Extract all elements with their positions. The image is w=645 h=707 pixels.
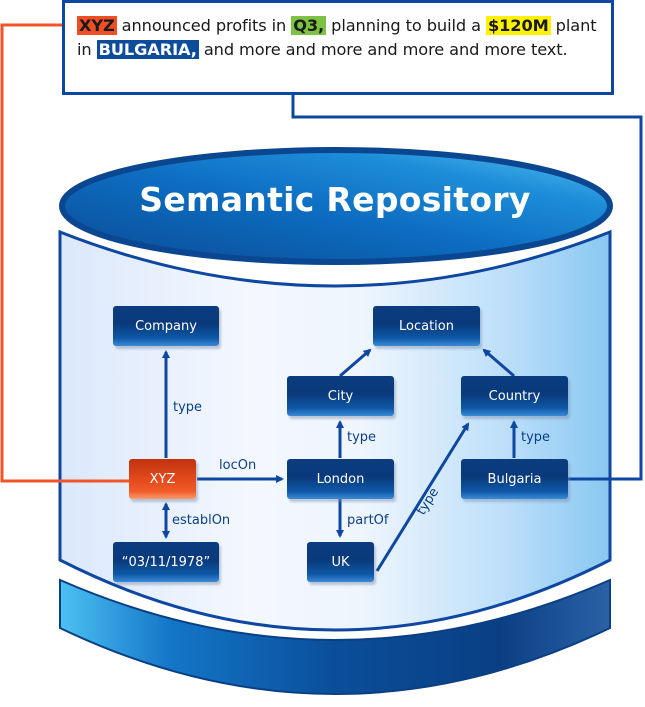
edge-label-xyz-date: establOn: [172, 513, 231, 528]
bulgaria-connector: [291, 60, 643, 481]
source-text: XYZ announced profits in Q3, planning to…: [77, 14, 607, 61]
node-date[interactable]: “03/11/1978”: [113, 542, 219, 582]
text-segment: announced profits in: [116, 16, 292, 35]
entity-q3[interactable]: Q3,: [291, 16, 327, 35]
source-text-box: XYZ announced profits in Q3, planning to…: [62, 0, 614, 95]
node-company[interactable]: Company: [113, 306, 219, 346]
node-uk[interactable]: UK: [307, 542, 374, 582]
edge-label-bulgaria-country: type: [521, 430, 551, 445]
edge-country-location: [482, 348, 515, 378]
text-segment: planning to build a: [326, 16, 486, 35]
node-bulgaria[interactable]: Bulgaria: [461, 459, 568, 499]
text-segment: plant in: [77, 16, 597, 59]
node-city[interactable]: City: [287, 376, 394, 416]
node-country[interactable]: Country: [461, 376, 568, 416]
edge-label-xyz-london: locOn: [219, 458, 257, 473]
text-segment: and more and more and more and more text…: [198, 39, 568, 59]
cylinder-top: [59, 147, 613, 265]
edge-label-london-city: type: [347, 430, 377, 445]
node-location[interactable]: Location: [373, 306, 480, 346]
entity-bulgaria[interactable]: BULGARIA,: [96, 39, 199, 59]
edge-city-location: [339, 348, 372, 378]
entity-120m[interactable]: $120M: [485, 16, 551, 35]
node-xyz[interactable]: XYZ: [129, 459, 196, 499]
edge-label-xyz-company: type: [173, 400, 203, 415]
edge-label-london-uk: partOf: [347, 513, 389, 528]
cylinder-base-band: [59, 578, 611, 695]
edge-uk-country: [375, 422, 470, 572]
entity-xyz[interactable]: XYZ: [77, 16, 117, 35]
repository-title: Semantic Repository: [139, 180, 531, 219]
node-london[interactable]: London: [287, 459, 394, 499]
xyz-connector: [0, 23, 129, 483]
